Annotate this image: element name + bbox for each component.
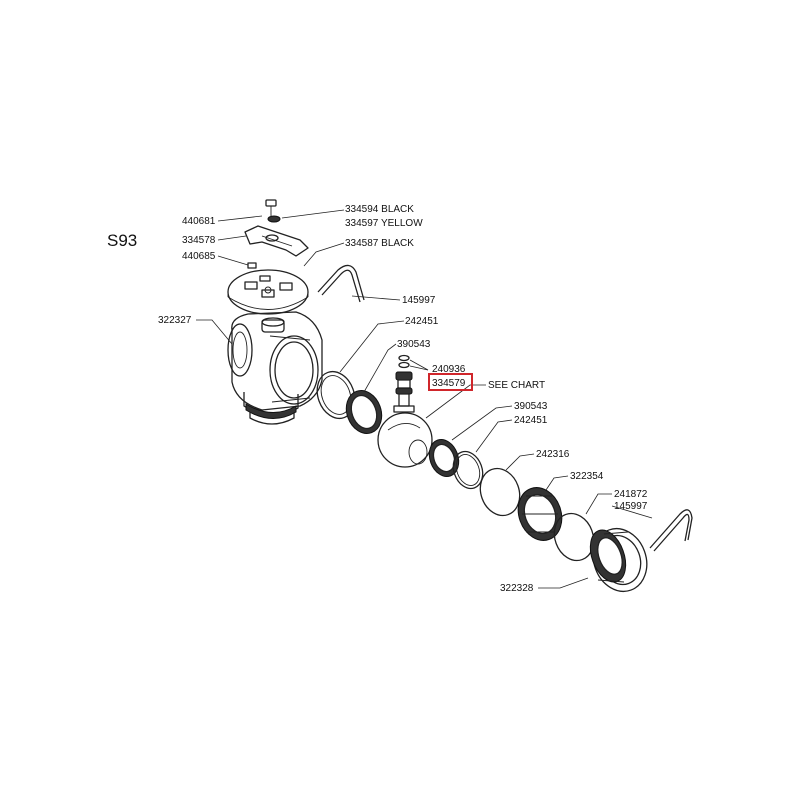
label-322354: 322354 — [570, 471, 604, 482]
label-240936: 240936 — [432, 364, 466, 375]
leader-lines — [196, 209, 653, 589]
label-390543-upper: 390543 — [397, 339, 431, 350]
label-241872: 241872 — [614, 489, 648, 500]
valve-body — [227, 311, 323, 425]
seat-390543-right — [428, 439, 460, 477]
wire-clip-upper — [317, 264, 365, 303]
label-334578: 334578 — [182, 235, 216, 246]
label-242316: 242316 — [536, 449, 570, 460]
handle-screw — [265, 199, 277, 216]
top-plate — [227, 269, 309, 315]
label-145997-lower: 145997 — [614, 501, 648, 512]
stem — [393, 371, 415, 413]
label-334594: 334594 BLACK — [345, 204, 414, 215]
top-plate-screw — [247, 262, 257, 269]
wire-clip-lower — [649, 509, 693, 552]
label-242451-lower: 242451 — [514, 415, 548, 426]
handle-insert-cap — [267, 215, 281, 223]
stem-washers — [398, 354, 410, 369]
o-ring-242451-left — [316, 370, 356, 420]
label-334597: 334597 YELLOW — [345, 218, 423, 229]
diagram-title: S93 — [107, 231, 137, 250]
label-390543-lower: 390543 — [514, 401, 548, 412]
o-ring-241872 — [553, 512, 595, 562]
label-322328: 322328 — [500, 583, 534, 594]
label-334579: 334579 — [432, 378, 466, 389]
label-322327: 322327 — [158, 315, 192, 326]
label-145997-upper: 145997 — [402, 295, 436, 306]
label-440685: 440685 — [182, 251, 216, 262]
o-ring-242316 — [479, 467, 521, 517]
ball — [377, 412, 433, 468]
o-ring-242451-right — [452, 450, 484, 490]
label-440681: 440681 — [182, 216, 216, 227]
label-242451-upper: 242451 — [405, 316, 439, 327]
highlight-box-334579 — [428, 373, 473, 391]
handle-lever — [244, 225, 309, 257]
end-connector-322328 — [589, 527, 648, 593]
seat-retainer-322354 — [517, 487, 563, 541]
label-see-chart: SEE CHART — [488, 380, 545, 391]
label-334587: 334587 BLACK — [345, 238, 414, 249]
seat-390543-left — [345, 390, 383, 434]
